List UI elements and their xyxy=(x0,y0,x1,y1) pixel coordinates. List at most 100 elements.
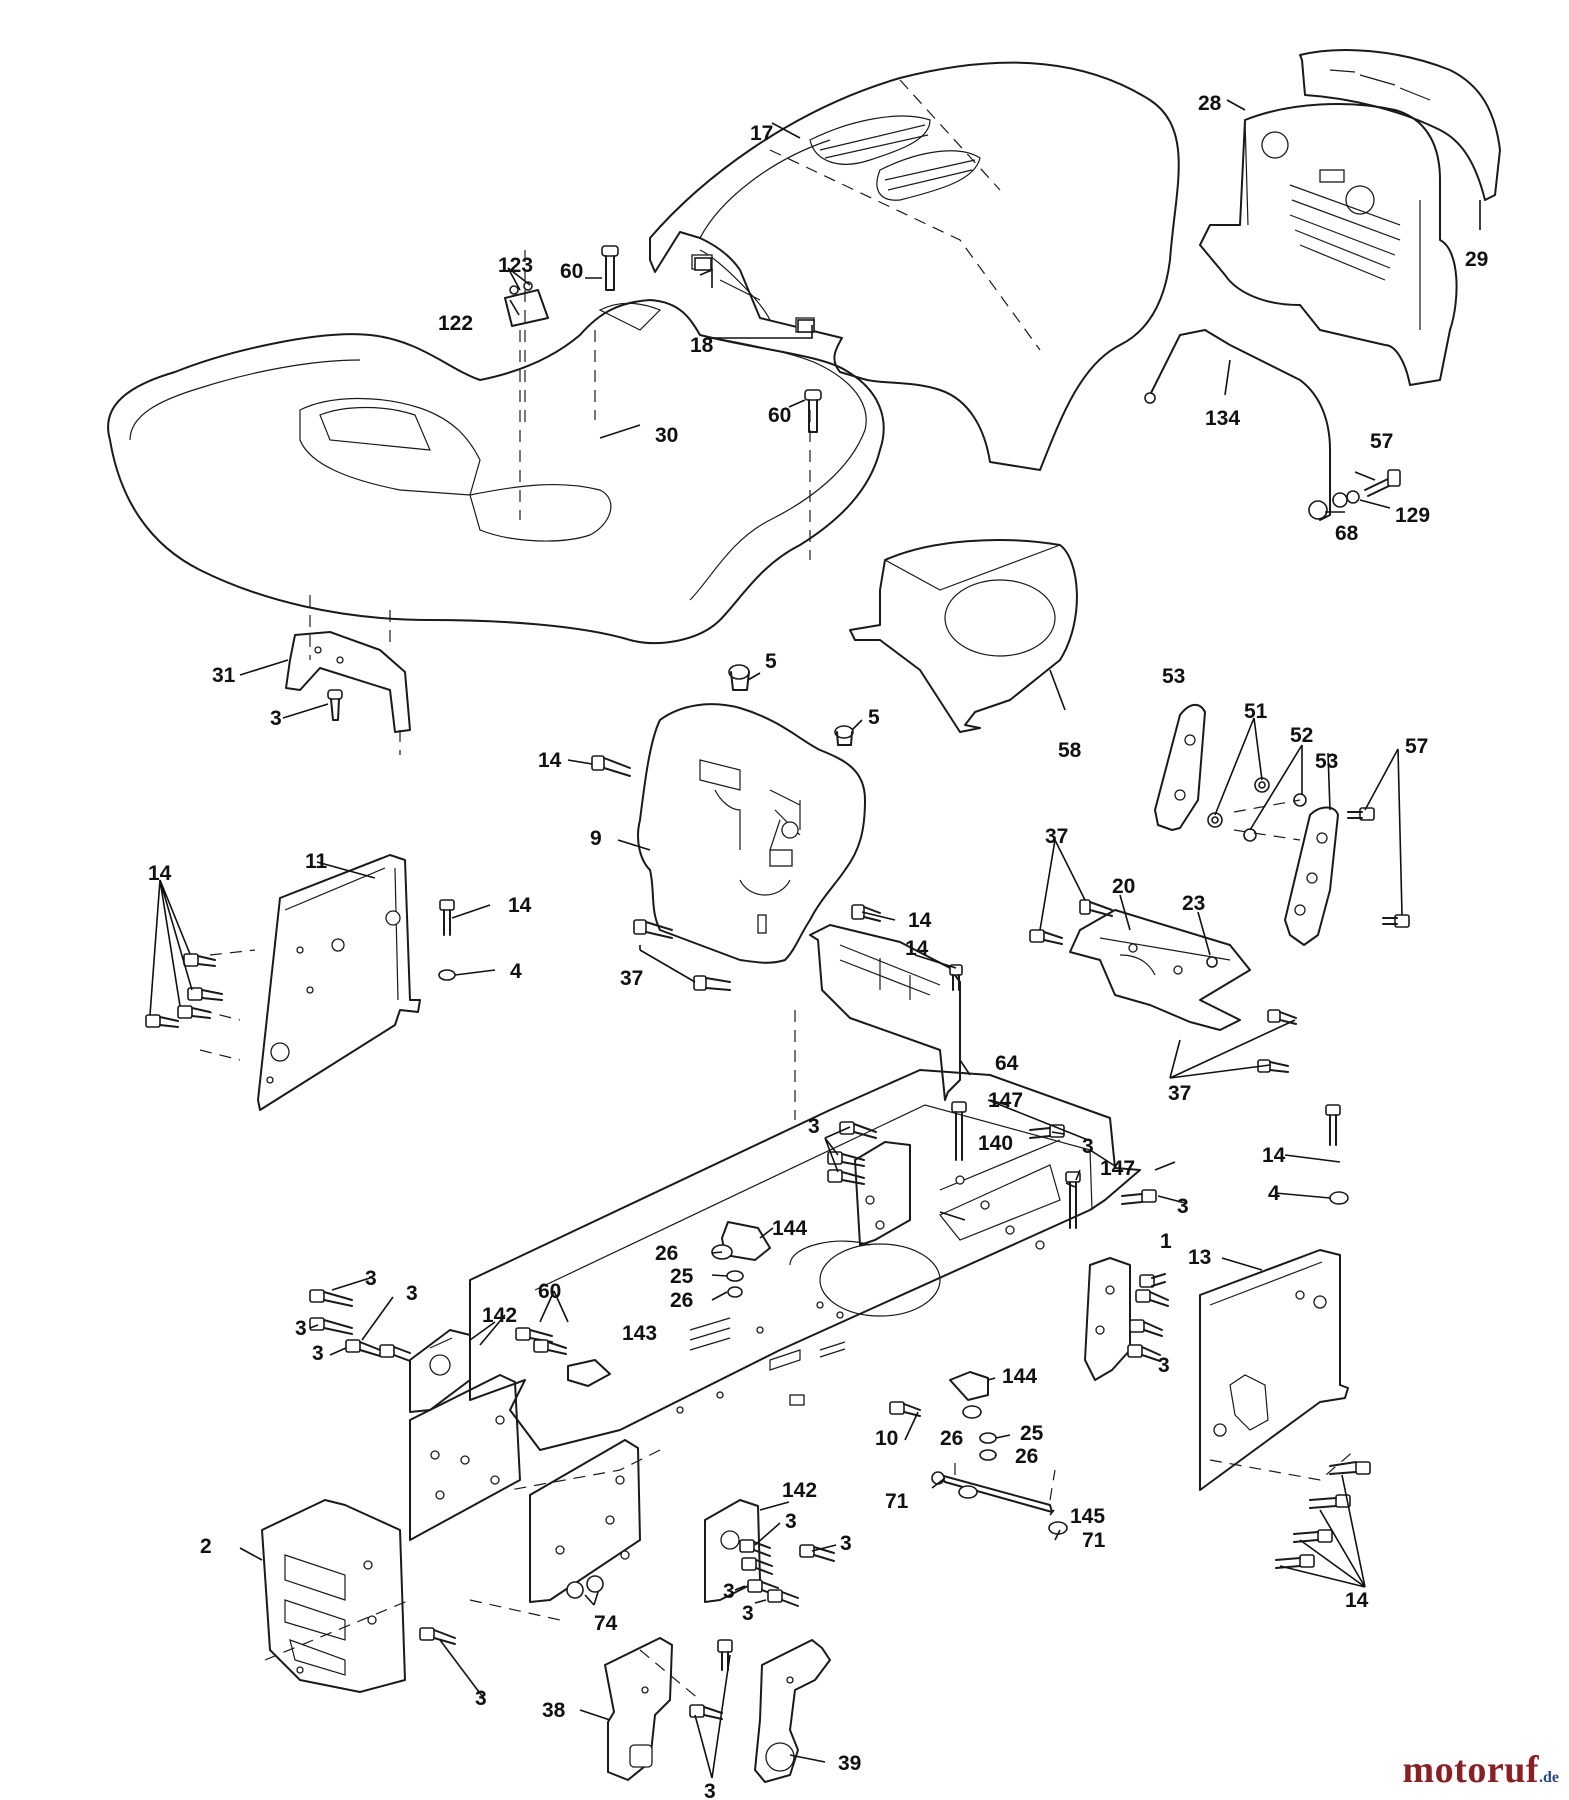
left-dash-panel-part xyxy=(199,854,421,1111)
callout-53-a: 53 xyxy=(1162,665,1185,688)
callout-147-b: 147 xyxy=(1100,1157,1135,1180)
callout-labels: 17 28 29 123 60 122 18 60 30 134 57 129 … xyxy=(148,92,1488,1800)
callout-39: 39 xyxy=(838,1752,861,1775)
callout-25-b: 25 xyxy=(1020,1422,1044,1445)
callout-3-plate: 3 xyxy=(475,1687,487,1710)
hood-rod-part xyxy=(1144,329,1331,521)
callout-3-bracket: 3 xyxy=(270,707,282,730)
callout-52: 52 xyxy=(1290,724,1313,747)
callout-3-lower-d: 3 xyxy=(742,1602,754,1625)
callout-60-frame: 60 xyxy=(538,1280,561,1303)
leader-lines xyxy=(149,99,1481,1779)
callout-122: 122 xyxy=(438,312,473,335)
callout-3-front-d: 3 xyxy=(312,1342,324,1365)
callout-14-channel: 14 xyxy=(905,937,929,960)
callout-2: 2 xyxy=(200,1535,212,1558)
right-front-bracket-part xyxy=(1084,1257,1131,1381)
callout-145: 145 xyxy=(1070,1505,1105,1528)
fender-part xyxy=(107,250,885,645)
callout-11: 11 xyxy=(305,850,328,873)
callout-60-mid: 60 xyxy=(768,404,791,427)
callout-3-frame-a: 3 xyxy=(808,1115,820,1138)
hood-rod-hardware xyxy=(1308,469,1401,520)
callout-9: 9 xyxy=(590,827,602,850)
callout-71-a: 71 xyxy=(885,1490,909,1513)
frame-bolts xyxy=(515,1101,1169,1417)
callout-144-b: 144 xyxy=(1002,1365,1037,1388)
callout-3-right-bracket: 3 xyxy=(1158,1354,1170,1377)
callout-26-a: 26 xyxy=(655,1242,678,1265)
callout-13: 13 xyxy=(1188,1246,1211,1269)
callout-5-a: 5 xyxy=(765,650,777,673)
callout-143: 143 xyxy=(622,1322,657,1345)
front-plate-2-part xyxy=(261,1499,406,1693)
right-dash-hardware xyxy=(1139,1104,1371,1569)
floor-plate-part xyxy=(1029,899,1297,1073)
callout-3-front-b: 3 xyxy=(406,1282,418,1305)
callout-3-lower-c: 3 xyxy=(723,1580,735,1603)
callout-3-frame-c: 3 xyxy=(1177,1195,1189,1218)
dash-tower-hardware xyxy=(591,664,881,991)
callout-20: 20 xyxy=(1112,875,1135,898)
tie-rod-part xyxy=(931,1455,1068,1535)
callout-140: 140 xyxy=(978,1132,1013,1155)
callout-37-dash: 37 xyxy=(620,967,643,990)
callout-142-a: 142 xyxy=(482,1304,517,1327)
callout-3-frame-b: 3 xyxy=(1082,1135,1094,1158)
watermark-tld: .de xyxy=(1539,1769,1559,1786)
watermark-brand: motoruf xyxy=(1402,1749,1539,1791)
front-axle-support-lower-part xyxy=(529,1439,641,1603)
hood-pads xyxy=(694,257,815,333)
callout-144-a: 144 xyxy=(772,1217,807,1240)
callout-58: 58 xyxy=(1058,739,1082,762)
callout-3-front-a: 3 xyxy=(365,1267,377,1290)
callout-18: 18 xyxy=(690,334,714,357)
callout-142-b: 142 xyxy=(782,1479,817,1502)
callout-64: 64 xyxy=(995,1052,1019,1075)
callout-3-lower-b: 3 xyxy=(840,1532,852,1555)
callout-123: 123 xyxy=(498,254,533,277)
callout-29: 29 xyxy=(1465,248,1488,271)
fender-hardware xyxy=(504,245,822,520)
callout-68: 68 xyxy=(1335,522,1359,545)
axle-bracket-39-part xyxy=(754,1639,831,1783)
main-frame-part xyxy=(469,1069,1141,1491)
watermark-logo: motoruf.de xyxy=(1403,1748,1559,1792)
callout-25-a: 25 xyxy=(670,1265,694,1288)
callout-31: 31 xyxy=(212,664,236,687)
callout-23: 23 xyxy=(1182,892,1205,915)
callout-14-dash-right: 14 xyxy=(908,909,932,932)
small-brackets xyxy=(567,1221,997,1461)
callout-38: 38 xyxy=(542,1699,566,1722)
callout-57-top: 57 xyxy=(1370,430,1393,453)
callout-14-dash: 14 xyxy=(538,749,562,772)
right-dash-panel-part xyxy=(1199,1249,1356,1491)
callout-28: 28 xyxy=(1198,92,1222,115)
callout-71-b: 71 xyxy=(1082,1529,1106,1552)
dash-channel-part xyxy=(809,924,963,1101)
callout-57-right: 57 xyxy=(1405,735,1428,758)
callout-3-axle: 3 xyxy=(704,1780,716,1800)
callout-3-lower-a: 3 xyxy=(785,1510,797,1533)
dash-tower-part xyxy=(637,703,866,1120)
callout-147-a: 147 xyxy=(988,1089,1023,1112)
callout-26-b: 26 xyxy=(670,1289,693,1312)
hood-part xyxy=(649,61,1180,471)
right-upright-part xyxy=(854,1141,911,1246)
callout-3-front-c: 3 xyxy=(295,1317,307,1340)
callout-10: 10 xyxy=(875,1427,898,1450)
callout-17: 17 xyxy=(750,122,773,145)
callout-37-floor-low: 37 xyxy=(1168,1082,1191,1105)
callout-134: 134 xyxy=(1205,407,1240,430)
fender-bracket-part xyxy=(285,595,411,755)
front-bracket-142-part xyxy=(409,1329,471,1413)
grille-part xyxy=(1199,103,1458,386)
callout-129: 129 xyxy=(1395,504,1430,527)
bumper-cap-part xyxy=(1299,49,1501,201)
callout-4-right: 4 xyxy=(1268,1182,1280,1205)
callout-26-d: 26 xyxy=(1015,1445,1038,1468)
pedal-hardware xyxy=(1207,777,1410,928)
seat-pan-part xyxy=(849,539,1078,733)
callout-14-right: 14 xyxy=(1262,1144,1286,1167)
